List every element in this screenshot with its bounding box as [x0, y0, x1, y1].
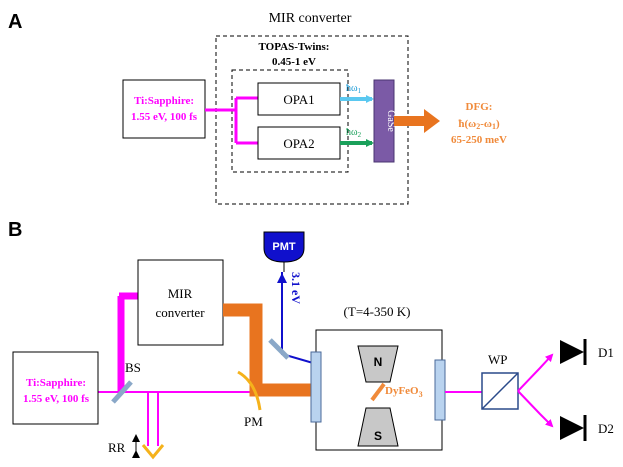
omega1-label: ħω1	[346, 83, 362, 95]
sample-label: DyFeO3	[385, 385, 423, 399]
retroreflector	[141, 444, 165, 460]
d2-label: D2	[598, 421, 614, 436]
opa1-box	[257, 82, 341, 116]
topas-range: 0.45-1 eV	[272, 56, 316, 68]
gase-label: GaSe	[385, 110, 396, 132]
mir-converter-title: MIR converter	[269, 11, 352, 26]
laser-box-b	[12, 351, 99, 425]
panel-b-label: B	[8, 219, 22, 241]
d1-label: D1	[598, 345, 614, 360]
omega2-label: ħω2	[346, 127, 362, 139]
delay-beam	[147, 392, 159, 446]
detector-d1	[560, 340, 584, 364]
temperature-label: (T=4-350 K)	[344, 304, 411, 319]
pm-label: PM	[244, 414, 263, 429]
laser-box-a	[122, 79, 206, 139]
magnet-south	[357, 407, 399, 447]
parabolic-mirror	[237, 370, 262, 411]
mir-converter-box-b	[137, 259, 224, 346]
wp-label: WP	[488, 352, 508, 367]
magnet-n-label: N	[374, 355, 383, 369]
laser-a-line2: 1.55 eV, 100 fs	[131, 111, 198, 123]
cryostat-window-right	[434, 359, 446, 421]
wollaston-diagonal	[481, 372, 519, 410]
cryostat-window-left	[310, 351, 322, 423]
opa2-label: OPA2	[283, 136, 314, 151]
beam-to-d2	[517, 390, 554, 428]
laser-a-line1: Ti:Sapphire:	[134, 95, 194, 107]
energy-label: 3.1 eV	[289, 272, 303, 304]
shg-mirror	[268, 338, 290, 360]
beam-splitter	[111, 380, 133, 404]
panel-a-label: A	[8, 11, 22, 33]
opa2-box	[257, 126, 341, 160]
panel-a: A MIR converter TOPAS-Twins: 0.45-1 eV T…	[8, 11, 507, 205]
dfg-line3: 65-250 meV	[451, 134, 507, 146]
pmt-label: PMT	[272, 241, 296, 253]
pump-beam-to-mir	[117, 292, 138, 392]
rr-label: RR	[108, 440, 126, 455]
detector-d2	[560, 416, 584, 440]
panel-b: B RR Ti:Sapphire: 1.55 eV, 100 fs BS MIR…	[8, 219, 614, 460]
mir-b-line2: converter	[155, 305, 205, 320]
dfg-arrow	[394, 109, 440, 133]
laser-b-line1: Ti:Sapphire:	[26, 377, 86, 389]
mir-beam	[223, 303, 344, 397]
opa1-label: OPA1	[283, 92, 314, 107]
sample	[370, 382, 386, 402]
mir-b-line1: MIR	[168, 286, 193, 301]
magnet-north	[357, 345, 399, 383]
beam-to-d1	[517, 353, 554, 392]
dfg-line1: DFG:	[466, 101, 493, 113]
laser-b-line2: 1.55 eV, 100 fs	[23, 393, 90, 405]
magnet-s-label: S	[374, 429, 382, 443]
pump-beam-split	[205, 96, 258, 145]
bs-label: BS	[125, 360, 141, 375]
topas-title: TOPAS-Twins:	[259, 41, 330, 53]
topas-twins-box	[231, 69, 349, 173]
dfg-line2: ħ(ω2-ω1)	[458, 118, 500, 131]
